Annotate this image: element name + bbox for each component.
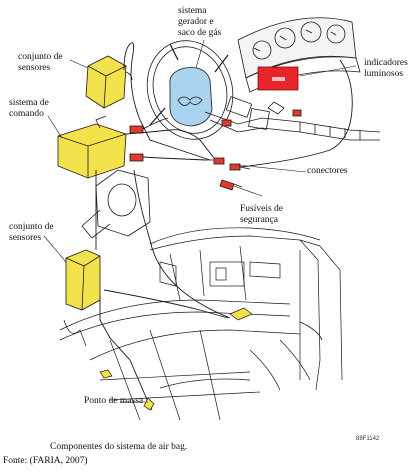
control-connector-2 (129, 153, 144, 162)
label-control-system: sistema de comando (9, 98, 49, 119)
steering-column (204, 96, 381, 141)
center-connectors (206, 157, 251, 171)
label-warning-lights: indicadores luminosos (364, 58, 408, 79)
label-connectors: conectores (307, 166, 348, 176)
car-body (59, 227, 343, 421)
column-connector (221, 119, 232, 127)
label-generator-airbag: sistema gerador e saco de gás (178, 6, 222, 38)
control-unit (57, 115, 127, 179)
column-connector-2 (292, 109, 302, 117)
control-connector-1 (129, 125, 144, 134)
airbag-module (169, 67, 213, 127)
wiring-harness (95, 42, 353, 411)
sensor-set-bottom (65, 249, 101, 311)
leader-lines (43, 39, 357, 403)
label-ground-point: Ponto de massa (84, 396, 144, 406)
figure-caption: Componentes do sistema de air bag. (50, 442, 188, 452)
steering-wheel (146, 40, 234, 140)
instrument-cluster (237, 17, 361, 93)
fuses (219, 179, 243, 191)
label-sensor-set-bottom: conjunto de sensores (9, 222, 54, 243)
label-fuses: Fusíveis de segurança (240, 204, 284, 225)
label-sensor-set-top: conjunto de sensores (18, 52, 63, 73)
figure-source: Fonte: (FARIA, 2007) (3, 456, 88, 466)
mounting-bracket (81, 169, 151, 239)
figure-code: 88F1142 (356, 436, 380, 442)
sensor-set-top (85, 55, 133, 109)
